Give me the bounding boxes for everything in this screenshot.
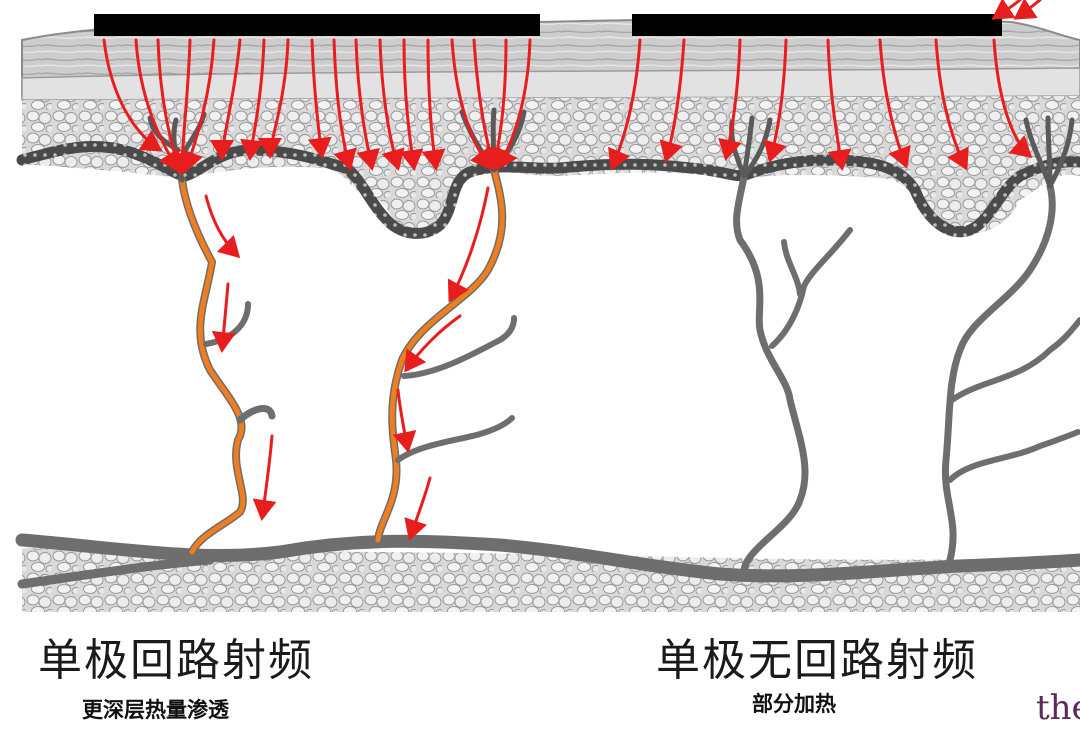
capillary-left-2b bbox=[395, 415, 515, 463]
capillary-right-1b bbox=[781, 239, 803, 297]
capillary-right-1a bbox=[769, 227, 853, 349]
deep-blood-vessel bbox=[15, 533, 1080, 583]
deep-blood-vessel-branch bbox=[17, 555, 215, 589]
left-panel-title: 单极回路射频 bbox=[38, 635, 314, 686]
right-panel-title: 单极无回路射频 bbox=[656, 635, 978, 686]
rf-arrows-right bbox=[608, 0, 1042, 171]
capillary-left-2a bbox=[401, 315, 517, 379]
capillary-left-1b bbox=[236, 404, 276, 424]
heated-vessel-left-1-overlay bbox=[179, 177, 246, 555]
heated-vessel-left-2-overlay bbox=[375, 167, 505, 543]
vessel-right-2 bbox=[941, 182, 1056, 564]
capillary-tree-right-2 bbox=[1023, 115, 1075, 189]
dermis-layer bbox=[22, 140, 1080, 560]
electrode-bar-monopolar-return bbox=[94, 14, 540, 36]
capillary-right-2b bbox=[947, 429, 1080, 483]
electrode-bar-monopolar-no-return bbox=[632, 14, 1002, 36]
brand-logo-text: the bbox=[1036, 688, 1080, 728]
subcutaneous-fat bbox=[22, 548, 1080, 612]
right-panel-subtitle: 部分加热 bbox=[752, 692, 836, 716]
left-panel-subtitle: 更深层热量渗透 bbox=[82, 698, 229, 722]
skin-cross-section-diagram bbox=[15, 0, 1080, 612]
capillary-right-2a bbox=[949, 317, 1080, 403]
rf-arrows-left bbox=[102, 38, 532, 541]
vessel-right-1 bbox=[733, 172, 809, 580]
